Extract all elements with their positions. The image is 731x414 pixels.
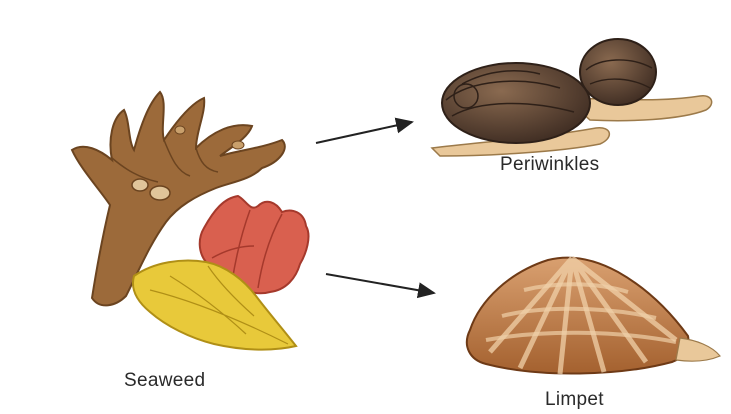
arrow-to-limpet xyxy=(326,274,434,293)
limpet-label: Limpet xyxy=(545,389,604,411)
limpet xyxy=(467,258,720,374)
periwinkles-label: Periwinkles xyxy=(500,154,599,176)
seaweed-label: Seaweed xyxy=(124,370,205,392)
arrow-to-periwinkles xyxy=(316,122,412,143)
